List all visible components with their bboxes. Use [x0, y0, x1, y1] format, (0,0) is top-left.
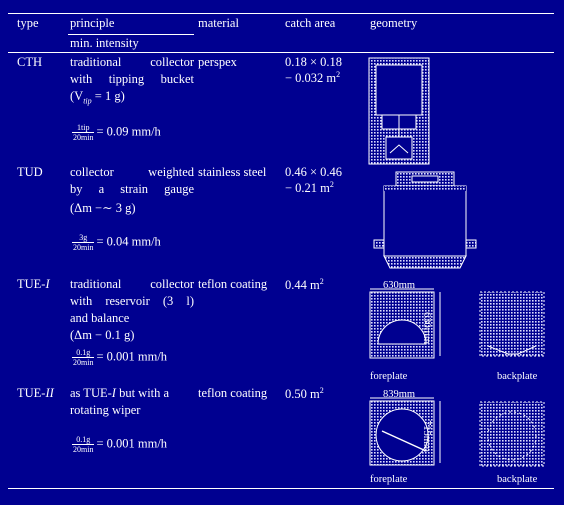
principle-line: with reservoir (3 l)	[70, 294, 194, 308]
header-min-intensity: min. intensity	[70, 36, 139, 50]
row-material: teflon coating	[198, 277, 268, 291]
backplate-caption: backplate	[497, 371, 538, 382]
principle-line: (Δm −∼ 3 g)	[70, 201, 136, 215]
principle-line: and balance	[70, 311, 130, 325]
catch-area: 0.18 × 0.18	[285, 55, 343, 69]
header-catch-area: catch area	[285, 16, 336, 30]
row-material: teflon coating	[198, 386, 268, 400]
tue-i-foreplate-diagram	[369, 288, 441, 359]
row-material: stainless steel	[198, 165, 267, 179]
top-rule	[8, 13, 554, 14]
foreplate-caption: foreplate	[370, 371, 408, 382]
principle-subrule	[68, 34, 194, 35]
cth-geometry-diagram	[368, 57, 430, 165]
height-dimension-label: 715mm	[421, 420, 432, 453]
foreplate-caption: foreplate	[370, 474, 408, 485]
header-geometry: geometry	[370, 16, 418, 30]
backplate-caption: backplate	[497, 474, 538, 485]
principle-line: collector weighted	[70, 165, 194, 179]
width-dimension-label: 839mm	[383, 389, 416, 400]
principle-line: (Vtip = 1 g)	[70, 89, 125, 106]
tue-ii-backplate-diagram	[479, 401, 545, 467]
principle-line: traditional collector	[70, 277, 194, 291]
principle-line: traditional collector	[70, 55, 194, 69]
principle-line: by a strain gauge	[70, 182, 194, 196]
tue-i-backplate-diagram	[479, 291, 545, 357]
height-dimension-label: 630mm	[421, 312, 432, 345]
principle-line: (Δm − 0.1 g)	[70, 328, 135, 342]
header-principle: principle	[70, 16, 115, 30]
catch-area: 0.46 × 0.46	[285, 165, 343, 179]
principle-line: rotating wiper	[70, 403, 141, 417]
header-rule	[8, 52, 554, 53]
principle-line: with tipping bucket	[70, 72, 194, 86]
row-type: TUE-I	[17, 277, 50, 291]
principle-line: as TUE-I but with a	[70, 386, 170, 400]
bottom-rule	[8, 488, 554, 489]
catch-area: − 0.21 m2	[285, 180, 334, 196]
row-type: CTH	[17, 55, 42, 69]
row-type: TUE-II	[17, 386, 54, 400]
tud-geometry-diagram	[373, 171, 477, 269]
row-material: perspex	[198, 55, 237, 69]
header-type: type	[17, 16, 39, 30]
catch-area: 0.50 m2	[285, 386, 324, 402]
width-dimension-label: 630mm	[383, 280, 416, 291]
catch-area: 0.44 m2	[285, 277, 324, 293]
tue-ii-foreplate-diagram	[369, 397, 441, 466]
header-material: material	[198, 16, 239, 30]
row-type: TUD	[17, 165, 43, 179]
catch-area: − 0.032 m2	[285, 70, 341, 86]
